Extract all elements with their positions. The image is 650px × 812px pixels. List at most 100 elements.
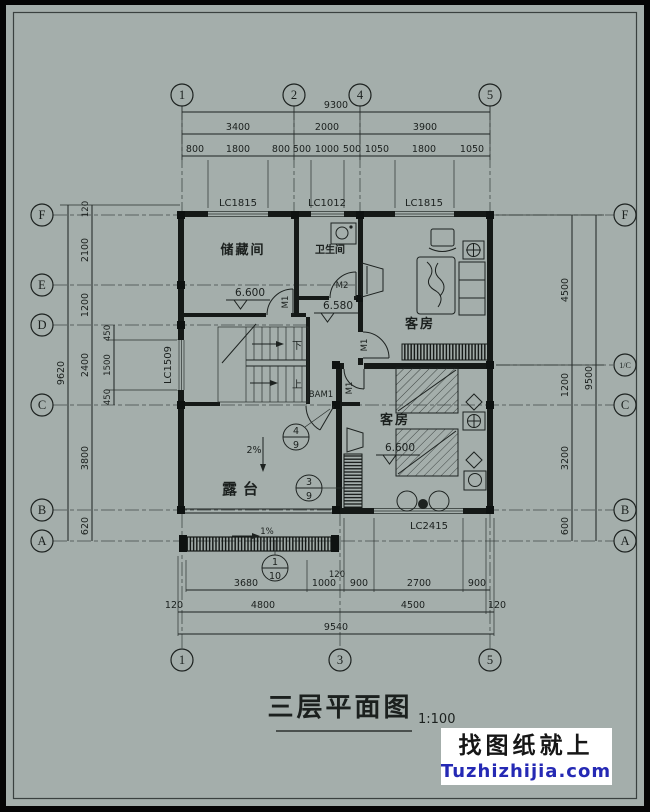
grid-bubble xyxy=(170,648,194,672)
drawing-title: 三层平面图 xyxy=(267,693,412,723)
grid-bubble-label: D xyxy=(37,318,46,332)
level-markers: 6.600 6.580 6.600 xyxy=(226,287,420,465)
grid-bubble xyxy=(328,648,352,672)
grid-bubble xyxy=(30,313,54,337)
nightstand xyxy=(465,451,483,469)
door-terrace: BAM1 xyxy=(305,390,335,431)
watermark-url: Tuzhizhijia.com xyxy=(441,761,611,782)
dim-top-minor: 1050 xyxy=(365,144,389,155)
grid-bubble xyxy=(613,353,637,377)
window-bottom xyxy=(374,507,463,515)
level-value: 6.600 xyxy=(235,287,265,299)
dim-top-minor: 1000 xyxy=(315,144,339,155)
dim-right-total: 9500 xyxy=(584,366,595,390)
terrace: 2% 1% 4 9 3 9 1 10 xyxy=(179,408,345,582)
dim-top-minor: 800 xyxy=(272,144,290,155)
dim-left-sub: 450 xyxy=(103,325,113,341)
dim-top-minor: 1800 xyxy=(226,144,250,155)
dim-top-major: 2000 xyxy=(315,122,339,133)
grid-bubble-label: E xyxy=(38,278,46,292)
right-extension-lines xyxy=(496,214,604,366)
wardrobe-hanger-rail xyxy=(401,343,489,361)
title-block: 三层平面图 1:100 xyxy=(267,693,455,732)
grid-bubble-label: B xyxy=(621,503,629,517)
dim-top-major: 3900 xyxy=(413,122,437,133)
grid-bubble xyxy=(478,83,502,107)
detail-number: 4 xyxy=(293,426,299,437)
bed-double xyxy=(416,256,456,315)
stair-treads-lower xyxy=(253,366,303,402)
grid-bubble xyxy=(613,203,637,227)
axis-bubbles-left: F E D C B A xyxy=(30,203,54,553)
drawing-sheet xyxy=(6,5,644,806)
dim-right-chain: 3200 xyxy=(560,446,571,470)
window-top-left xyxy=(208,210,268,218)
detail-callout-1: 4 9 xyxy=(282,408,331,451)
grid-bubble xyxy=(30,273,54,297)
floor-drain xyxy=(462,240,485,260)
top-extension-lines xyxy=(207,160,455,208)
stair-break-line xyxy=(221,323,257,364)
grid-bubble xyxy=(613,498,637,522)
windows: LC1815 LC1012 LC1815 LC1509 LC2415 xyxy=(163,198,463,532)
grid-bubble xyxy=(478,648,502,672)
stair-arrow-down: 下 xyxy=(252,341,302,352)
right-dimensions: 4500 1200 3200 600 9500 xyxy=(496,211,604,545)
slope-arrow-railing: 1% xyxy=(232,527,274,539)
stair-arrow-up: 上 xyxy=(250,379,302,391)
window-top-mid xyxy=(311,210,344,218)
axis-bubbles-bottom: 1 3 5 xyxy=(170,648,502,672)
doors: M1 M2 M1 M1 BAM1 xyxy=(266,271,390,431)
stool xyxy=(463,470,487,491)
grid-bubble-label: 3 xyxy=(337,653,343,667)
detail-sheet: 9 xyxy=(306,491,312,502)
slope-label: 1% xyxy=(260,527,274,537)
door-bath: M2 xyxy=(329,271,357,299)
dim-bottom-major: 4800 xyxy=(251,600,275,611)
closet-rail xyxy=(343,453,363,509)
grid-bubble-label: 5 xyxy=(487,653,493,667)
detail-sheet: 10 xyxy=(269,571,281,582)
axis-bubbles-top: 1 2 4 5 xyxy=(170,83,502,160)
chair-round xyxy=(396,490,418,512)
grid-bubble-label: C xyxy=(621,398,629,412)
dim-right-chain: 600 xyxy=(560,517,571,535)
room-label-guest-upper: 客房 xyxy=(405,316,435,332)
detail-callout-2: 3 9 xyxy=(295,474,345,502)
grid-bubble xyxy=(613,529,637,553)
left-extension-lines xyxy=(60,204,180,391)
door-storage: M1 xyxy=(266,288,294,316)
dim-bottom-inner: 1000 xyxy=(312,578,336,589)
detail-number: 3 xyxy=(306,477,312,488)
dim-bottom-major: 120 xyxy=(488,600,506,611)
furniture-guest-lower xyxy=(343,367,487,512)
grid-bubble-label: 4 xyxy=(357,88,364,102)
stair-direction-label: 上 xyxy=(292,379,302,391)
dim-bottom-total: 9540 xyxy=(324,622,348,633)
stairs: 下 上 xyxy=(217,323,309,403)
terrace-railing xyxy=(179,535,339,552)
grid-bubble-label: F xyxy=(39,208,46,222)
room-label-terrace: 露台 xyxy=(222,480,264,498)
dim-bottom-inner: 900 xyxy=(468,578,486,589)
dim-top-minor: 500 xyxy=(293,144,311,155)
grid-bubble xyxy=(30,529,54,553)
drawing-scale: 1:100 xyxy=(418,712,455,727)
level-value: 6.600 xyxy=(385,442,415,454)
dim-bottom-inner: 2700 xyxy=(407,578,431,589)
level-marker-hall: 6.580 xyxy=(314,300,358,323)
door-label: M1 xyxy=(281,296,291,309)
dim-top-minor: 800 xyxy=(186,144,204,155)
bottom-extension-lines xyxy=(177,518,495,636)
chair xyxy=(430,228,455,247)
watermark: 找图纸就上 Tuzhizhijia.com xyxy=(441,728,612,785)
dim-right-chain: 4500 xyxy=(560,278,571,302)
room-labels: 储藏间 卫生间 客房 客房 露台 xyxy=(219,242,435,498)
room-label-guest-lower: 客房 xyxy=(380,412,410,428)
dim-left-total: 9620 xyxy=(56,361,67,385)
side-table xyxy=(418,499,428,509)
level-marker-guest-lower: 6.600 xyxy=(376,442,420,465)
furniture-bath xyxy=(330,222,357,245)
dim-bottom-inner-small: 120 xyxy=(329,570,345,580)
watermark-box xyxy=(441,728,612,785)
